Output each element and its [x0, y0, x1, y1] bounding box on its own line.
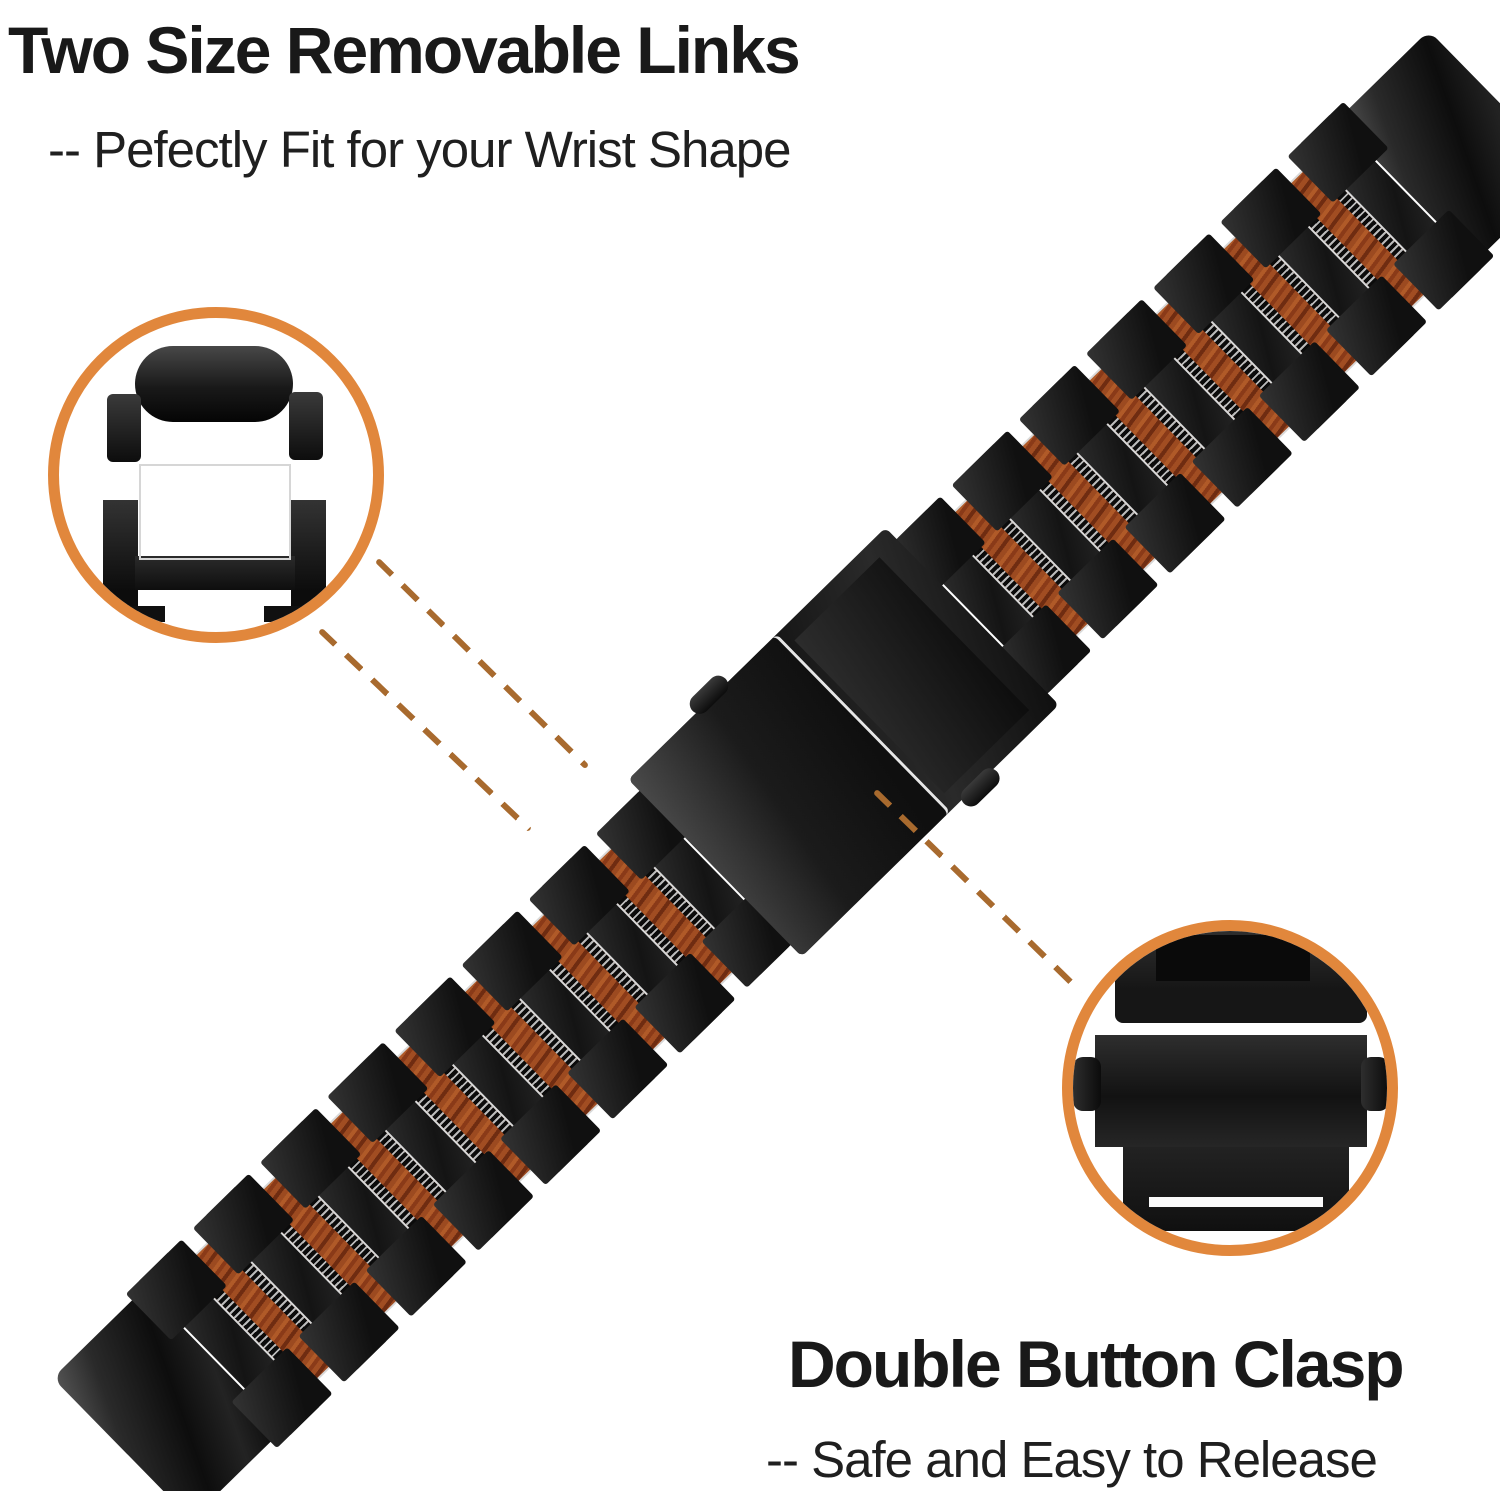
clasp-button-right: [1361, 1057, 1387, 1111]
clasp-lower-plate: [1123, 1147, 1349, 1231]
removable-link-callout: [48, 307, 384, 643]
clasp-button-left: [1073, 1057, 1101, 1111]
link-frame-column-left: [103, 500, 138, 614]
clasp-callout: [1062, 920, 1398, 1256]
dashed-pointer-line: [374, 557, 590, 770]
bottom-title: Double Button Clasp: [788, 1327, 1405, 1401]
link-frame-foot-right: [264, 606, 326, 622]
top-title: Two Size Removable Links: [8, 13, 801, 87]
dashed-pointer-line: [872, 788, 1084, 995]
clasp-release-slot: [1149, 1197, 1323, 1207]
link-lug-left: [107, 394, 141, 462]
clasp-top-window: [1156, 935, 1310, 981]
link-barrel-piece: [135, 346, 293, 422]
link-frame-foot-left: [103, 606, 165, 622]
clasp-body: [1095, 1035, 1367, 1147]
link-frame-crossbar: [135, 556, 295, 590]
bottom-subtitle: -- Safe and Easy to Release: [766, 1431, 1378, 1488]
watch-band: [33, 11, 1500, 1491]
dashed-pointer-line: [317, 627, 533, 833]
link-frame-column-right: [291, 500, 326, 614]
top-subtitle: -- Pefectly Fit for your Wrist Shape: [48, 121, 791, 178]
link-wood-inlay: [141, 466, 289, 558]
link-lug-right: [289, 392, 323, 460]
